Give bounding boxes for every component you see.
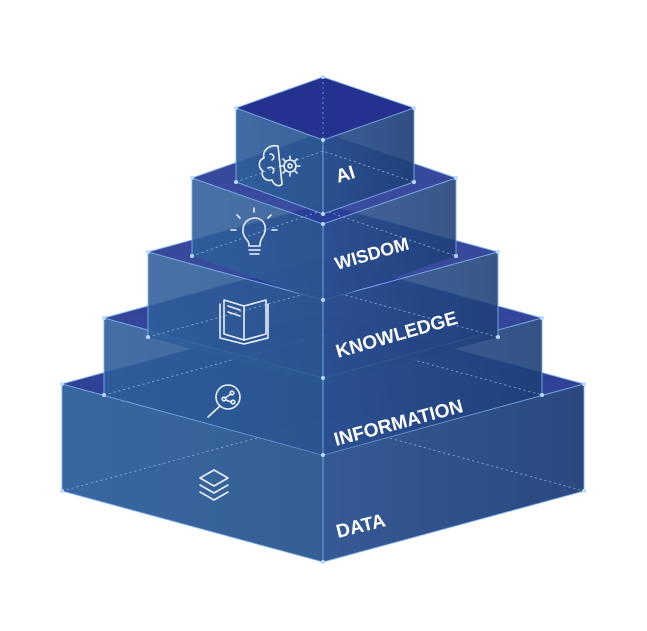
vertex-dots — [60, 75, 586, 564]
brain-gear-icon — [258, 144, 301, 187]
tier-data-front-face — [62, 384, 323, 562]
magnifier-network-icon — [207, 384, 241, 418]
layers-icon — [199, 469, 229, 501]
tier-wisdom-front-face — [192, 178, 323, 302]
tier-data-side-face — [323, 384, 584, 562]
open-book-icon — [219, 299, 269, 345]
tier-wisdom-side-face — [323, 178, 456, 302]
tier-information-side-face — [323, 318, 542, 455]
tier-knowledge-front-face — [148, 252, 323, 385]
tier-knowledge-side-face — [323, 252, 498, 385]
lightbulb-icon — [230, 207, 278, 255]
tier-ai-side-face — [323, 108, 414, 214]
tier-information-front-face — [104, 318, 323, 455]
